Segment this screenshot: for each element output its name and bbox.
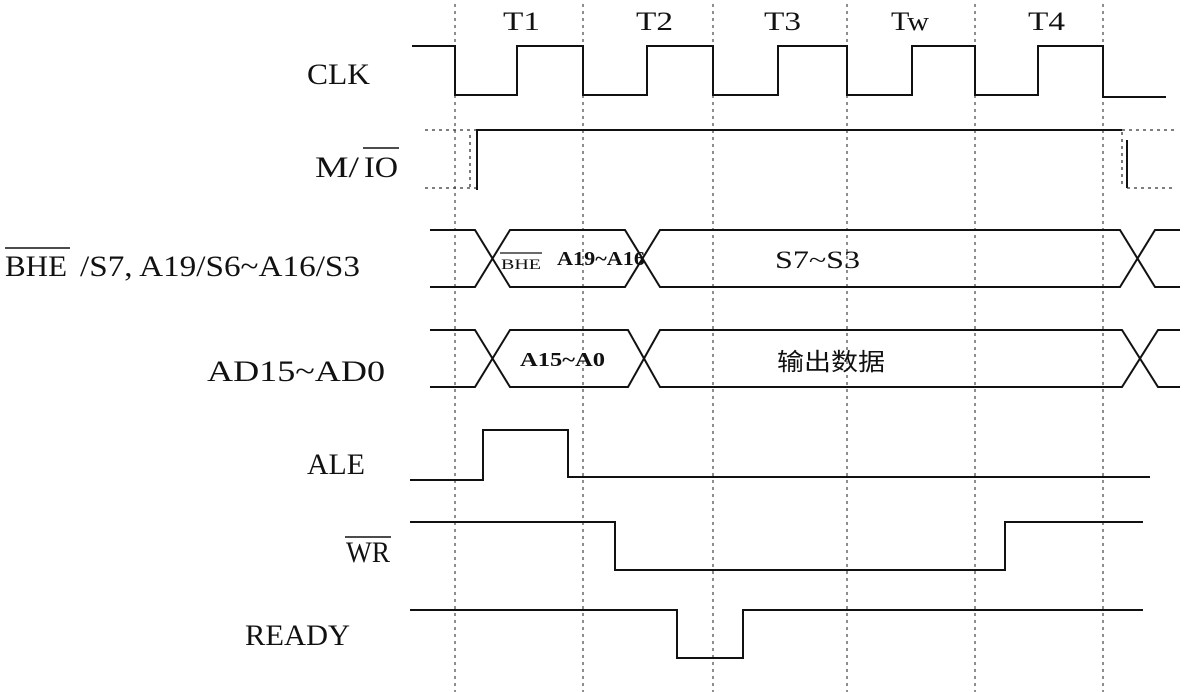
signal-m-io: M/ IO xyxy=(315,129,1175,190)
bus-label-bhe: BHE xyxy=(501,257,541,273)
signal-label-m-io-prefix: M/ xyxy=(315,151,360,184)
signal-label-ad: AD15~AD0 xyxy=(207,355,385,388)
bus-label-output-data: 输出数据 xyxy=(777,349,885,376)
signal-label-clk: CLK xyxy=(307,58,370,91)
signal-label-wr: WR xyxy=(346,536,390,569)
wr-waveform xyxy=(410,521,1143,571)
signal-ad: AD15~AD0 A15~A0 输出数据 xyxy=(207,329,1180,388)
clk-waveform xyxy=(412,45,1166,98)
column-label-t1: T1 xyxy=(503,7,540,36)
signal-label-ale: ALE xyxy=(307,448,365,481)
bus-label-a15-a0: A15~A0 xyxy=(520,349,605,371)
ad-bus-line-b xyxy=(430,329,1180,388)
signal-wr: WR xyxy=(345,521,1143,571)
signal-label-ready: READY xyxy=(245,619,350,652)
column-label-tw: Tw xyxy=(891,7,929,36)
m-io-waveform xyxy=(476,129,1128,190)
column-label-t4: T4 xyxy=(1028,7,1065,36)
signal-clk: CLK xyxy=(307,45,1166,98)
m-io-undefined-right xyxy=(1121,129,1175,189)
ale-waveform xyxy=(410,429,1150,481)
m-io-undefined-left xyxy=(425,129,478,189)
period-dividers xyxy=(454,4,1104,692)
ready-waveform xyxy=(410,609,1143,659)
bus-label-s7-s3: S7~S3 xyxy=(775,247,860,274)
signal-ready: READY xyxy=(245,609,1143,659)
signal-label-bhe-overline: BHE xyxy=(5,250,67,283)
signal-ale: ALE xyxy=(307,429,1150,481)
column-label-t3: T3 xyxy=(764,7,801,36)
column-label-t2: T2 xyxy=(636,7,673,36)
bus-label-a19-a16: A19~A16 xyxy=(557,248,645,270)
signal-bhe-status: BHE /S7, A19/S6~A16/S3 BHE A19~A16 S7~S3 xyxy=(5,229,1180,288)
signal-label-m-io-overline: IO xyxy=(364,151,398,184)
bhe-status-bus-line-b xyxy=(430,229,1180,288)
signal-label-bhe-status-rest: /S7, A19/S6~A16/S3 xyxy=(80,250,360,283)
column-labels: T1 T2 T3 Tw T4 xyxy=(503,7,1065,36)
